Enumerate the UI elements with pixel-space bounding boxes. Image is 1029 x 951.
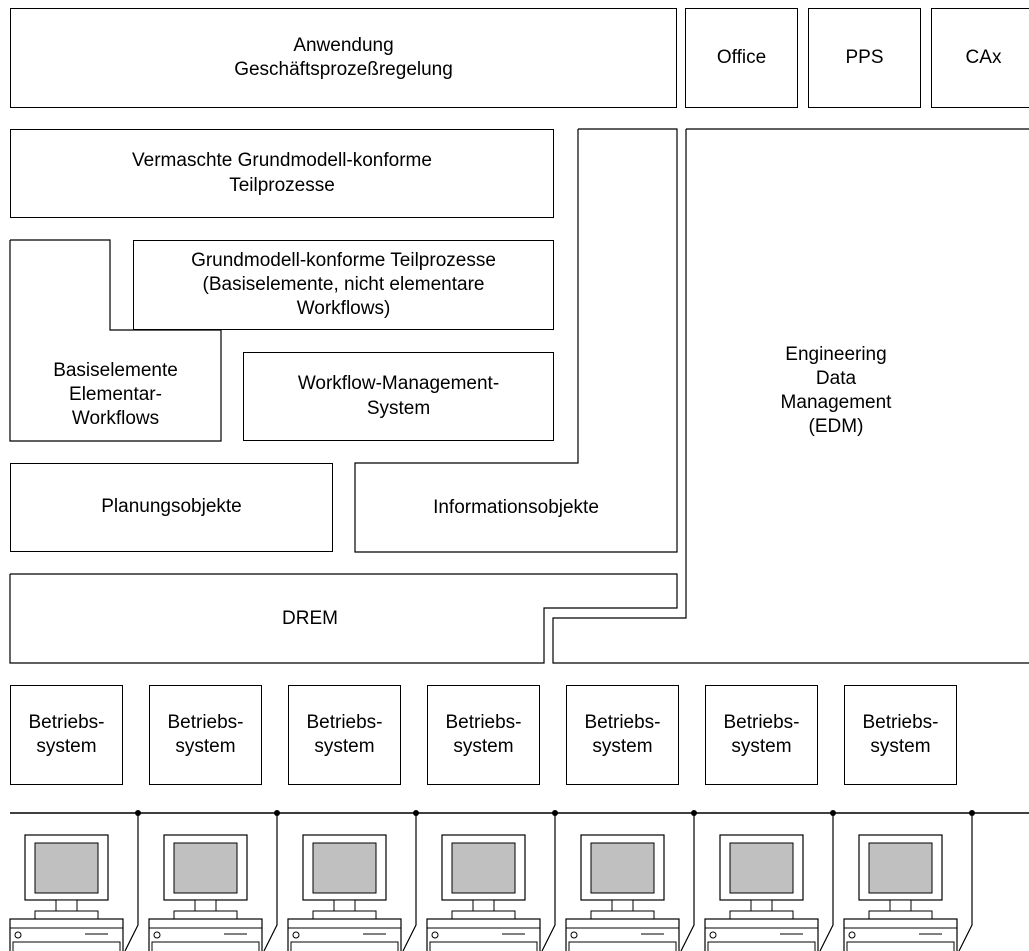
monitor-stand <box>55 899 78 912</box>
drive-bay <box>846 941 955 951</box>
operating-system-box: Betriebs- system <box>10 685 123 785</box>
monitor-base <box>868 910 933 920</box>
power-button-icon <box>570 931 578 939</box>
cax-box: CAx <box>931 8 1029 108</box>
base-elements-label: Basiselemente Elementar- Workflows <box>53 360 178 430</box>
operating-system-box: Betriebs- system <box>149 685 262 785</box>
network-node <box>413 810 419 816</box>
monitor-base <box>729 910 794 920</box>
network-cable <box>958 813 973 951</box>
monitor-screen <box>312 842 377 894</box>
subprocesses-box: Grundmodell-konforme Teilprozesse (Basis… <box>133 240 554 330</box>
planning-objects-box: Planungsobjekte <box>10 463 333 552</box>
network-node <box>969 810 975 816</box>
power-button-icon <box>709 931 717 939</box>
monitor-stand <box>889 899 912 912</box>
network-cable <box>263 813 278 951</box>
operating-system-box: Betriebs- system <box>288 685 401 785</box>
edm-outline <box>552 128 1029 664</box>
monitor-base <box>590 910 655 920</box>
network-node <box>552 810 558 816</box>
information-objects-outline <box>354 128 678 553</box>
network-cable <box>541 813 556 951</box>
planning-objects-label: Planungsobjekte <box>101 496 242 518</box>
drive-bay <box>151 941 260 951</box>
operating-system-label: Betriebs- system <box>445 711 522 757</box>
edm-label: Engineering Data Management (EDM) <box>780 344 892 438</box>
monitor-screen <box>590 842 655 894</box>
operating-system-box: Betriebs- system <box>844 685 957 785</box>
network-node <box>691 810 697 816</box>
meshed-subprocesses-label: Vermaschte Grundmodell-konforme Teilproz… <box>132 150 432 196</box>
drive-bay <box>707 941 816 951</box>
monitor-screen <box>729 842 794 894</box>
operating-system-label: Betriebs- system <box>167 711 244 757</box>
monitor-stand <box>333 899 356 912</box>
operating-system-label: Betriebs- system <box>584 711 661 757</box>
power-button-icon <box>292 931 300 939</box>
monitor-base <box>173 910 238 920</box>
network-cable <box>680 813 695 951</box>
monitor-screen <box>451 842 516 894</box>
power-button-icon <box>14 931 22 939</box>
monitor-base <box>312 910 377 920</box>
monitor-base <box>451 910 516 920</box>
power-button-icon <box>153 931 161 939</box>
operating-system-box: Betriebs- system <box>427 685 540 785</box>
monitor-screen <box>34 842 99 894</box>
monitor-base <box>34 910 99 920</box>
monitor-stand <box>611 899 634 912</box>
base-elements-outline <box>9 239 222 442</box>
workflow-management-box: Workflow-Management- System <box>243 352 554 441</box>
operating-system-box: Betriebs- system <box>705 685 818 785</box>
network-node <box>135 810 141 816</box>
pps-box: PPS <box>808 8 921 108</box>
subprocesses-label: Grundmodell-konforme Teilprozesse (Basis… <box>191 249 496 320</box>
network-cable <box>819 813 834 951</box>
power-button-icon <box>848 931 856 939</box>
drive-bay <box>290 941 399 951</box>
workflow-management-label: Workflow-Management- System <box>297 373 500 419</box>
operating-system-label: Betriebs- system <box>28 711 105 757</box>
office-box: Office <box>685 8 798 108</box>
drem-outline <box>9 573 678 664</box>
network-node <box>274 810 280 816</box>
monitor-screen <box>173 842 238 894</box>
drive-bay <box>568 941 677 951</box>
cax-label: CAx <box>965 46 1002 68</box>
computer-row <box>9 810 975 951</box>
operating-system-label: Betriebs- system <box>306 711 383 757</box>
application-box: Anwendung Geschäftsprozeßregelung <box>10 8 677 108</box>
monitor-stand <box>472 899 495 912</box>
information-objects-label: Informationsobjekte <box>433 497 599 518</box>
monitor-stand <box>194 899 217 912</box>
network-cable <box>124 813 139 951</box>
drem-label: DREM <box>282 608 338 629</box>
network-node <box>830 810 836 816</box>
operating-system-label: Betriebs- system <box>723 711 800 757</box>
monitor-screen <box>868 842 933 894</box>
pps-label: PPS <box>845 46 884 68</box>
power-button-icon <box>431 931 439 939</box>
drive-bay <box>12 941 121 951</box>
operating-system-box: Betriebs- system <box>566 685 679 785</box>
application-label: Anwendung Geschäftsprozeßregelung <box>234 34 453 80</box>
meshed-subprocesses-box: Vermaschte Grundmodell-konforme Teilproz… <box>10 129 554 218</box>
network-cable <box>402 813 417 951</box>
drive-bay <box>429 941 538 951</box>
operating-system-label: Betriebs- system <box>862 711 939 757</box>
office-label: Office <box>716 46 767 68</box>
monitor-stand <box>750 899 773 912</box>
